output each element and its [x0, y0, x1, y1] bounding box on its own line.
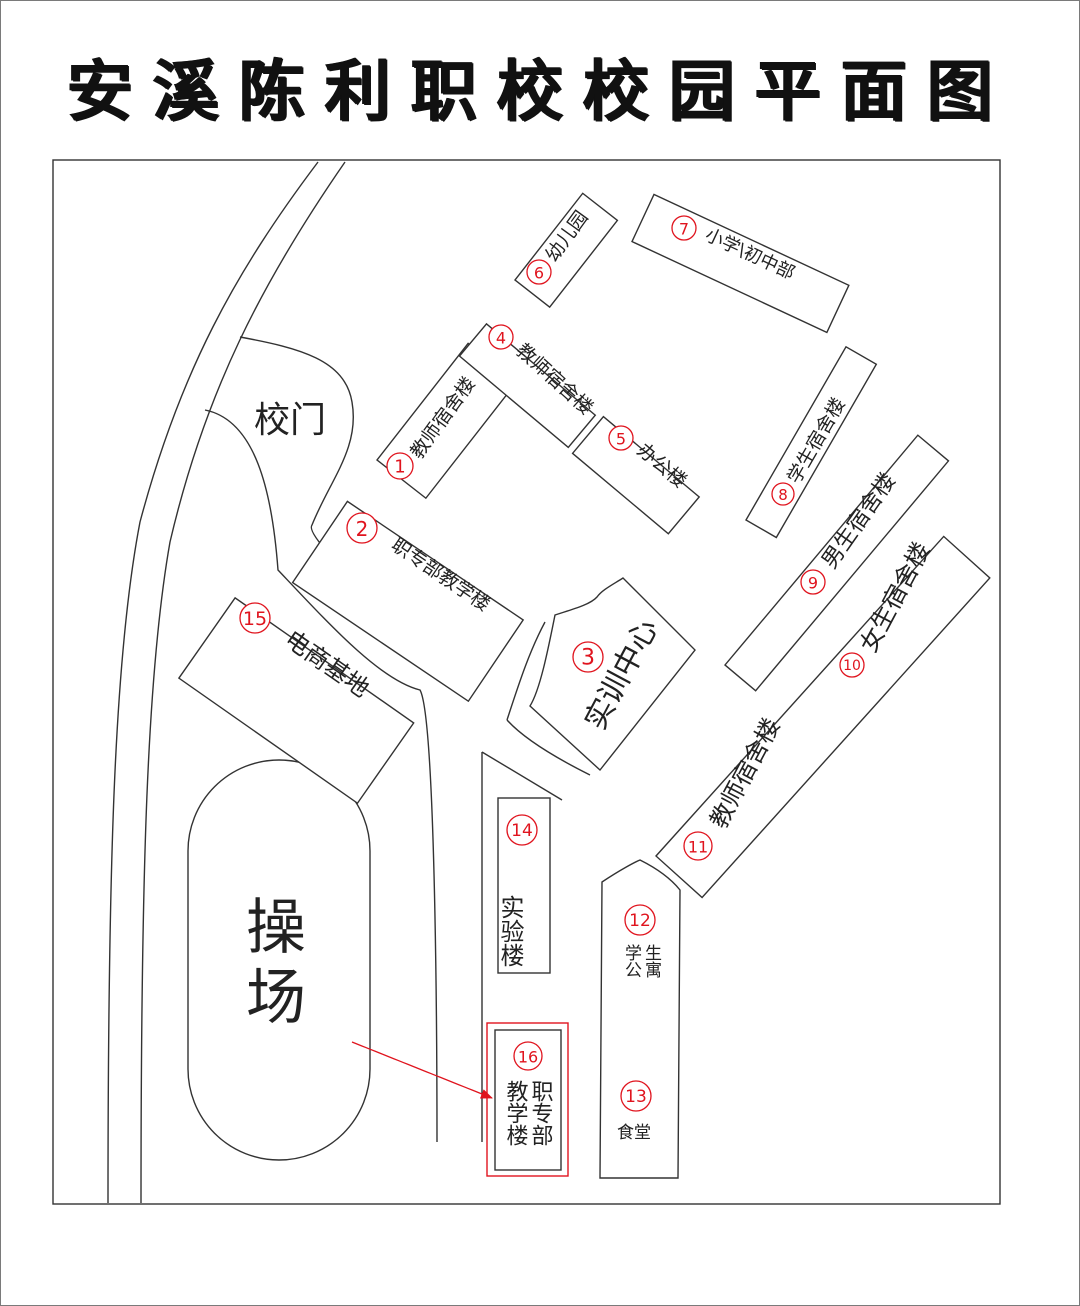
- svg-text:14: 14: [511, 821, 533, 841]
- svg-text:15: 15: [243, 608, 267, 630]
- svg-text:2: 2: [356, 517, 369, 541]
- svg-text:食堂: 食堂: [617, 1123, 651, 1143]
- inner-road-line-3: [506, 621, 546, 721]
- building-3-outline: [529, 577, 696, 772]
- building-12: 12 学公 生寓: [621, 904, 662, 978]
- inner-road-line-2: [481, 751, 563, 801]
- svg-text:实验楼: 实验楼: [496, 895, 524, 967]
- svg-text:3: 3: [581, 646, 595, 671]
- building-9-outline: [724, 434, 950, 692]
- svg-text:教学楼: 教学楼: [503, 1080, 529, 1146]
- playground-label-2: 场: [246, 963, 306, 1033]
- outer-road-line-1: [107, 161, 319, 1204]
- svg-text:16: 16: [518, 1048, 538, 1067]
- building-16: 16 教学楼 职专部: [503, 1041, 554, 1146]
- building-16-highlight: [486, 1022, 569, 1177]
- building-15-outline: [177, 596, 415, 805]
- map-title: 安溪陈利职校校园平面图: [67, 52, 1013, 130]
- building-12-13-outline: [599, 859, 681, 1179]
- inner-road-line-4: [506, 719, 591, 776]
- playground: [187, 759, 371, 1161]
- pointer-arrow: [351, 1041, 493, 1099]
- building-5-outline: [571, 415, 701, 535]
- svg-text:11: 11: [688, 838, 708, 857]
- building-14: 14 实验楼: [496, 814, 538, 967]
- gate-label: 校门: [254, 400, 326, 441]
- svg-text:7: 7: [679, 220, 689, 239]
- outer-road-line-2: [140, 161, 346, 1204]
- building-4-outline: [458, 322, 597, 449]
- svg-text:职专部: 职专部: [528, 1080, 554, 1146]
- svg-text:1: 1: [394, 457, 405, 478]
- svg-text:10: 10: [843, 658, 861, 674]
- svg-text:5: 5: [616, 430, 626, 449]
- svg-text:13: 13: [625, 1087, 647, 1107]
- svg-text:学公: 学公: [621, 944, 642, 978]
- gate-road-line-1: [204, 409, 438, 1143]
- svg-text:9: 9: [808, 574, 818, 593]
- svg-text:6: 6: [534, 264, 544, 283]
- svg-text:生寓: 生寓: [641, 944, 662, 978]
- svg-text:4: 4: [496, 329, 506, 348]
- playground-label-1: 操: [246, 893, 306, 963]
- svg-text:12: 12: [629, 911, 651, 931]
- building-10-11-outline: [655, 535, 991, 899]
- building-13: 13 食堂: [617, 1080, 652, 1143]
- svg-text:8: 8: [778, 486, 788, 504]
- building-2-outline: [291, 500, 525, 703]
